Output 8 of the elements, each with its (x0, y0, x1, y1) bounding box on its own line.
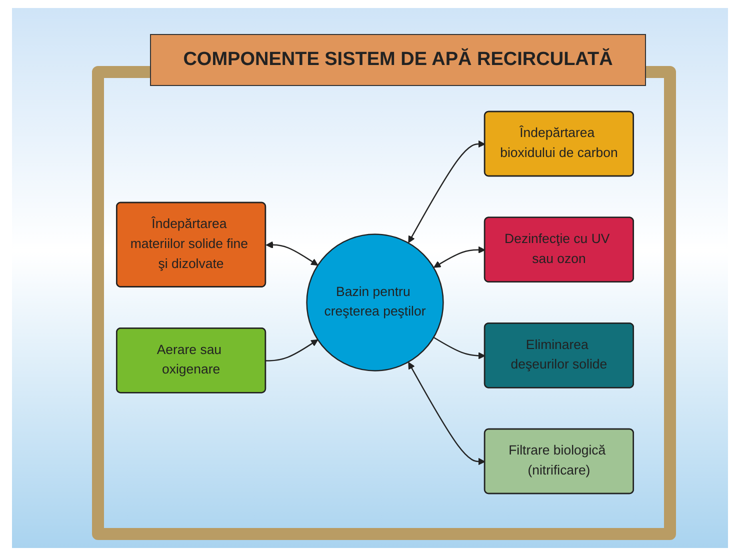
arrow (433, 336, 486, 360)
arrow (266, 339, 318, 362)
node-circle: Bazin pentru creşterea peştilor (306, 234, 444, 372)
title-banner: COMPONENTE SISTEM DE APĂ RECIRCULATĂ (150, 34, 646, 86)
arrow (408, 140, 486, 244)
arrow (266, 241, 318, 266)
arrow (408, 362, 486, 466)
arrow (434, 246, 486, 268)
